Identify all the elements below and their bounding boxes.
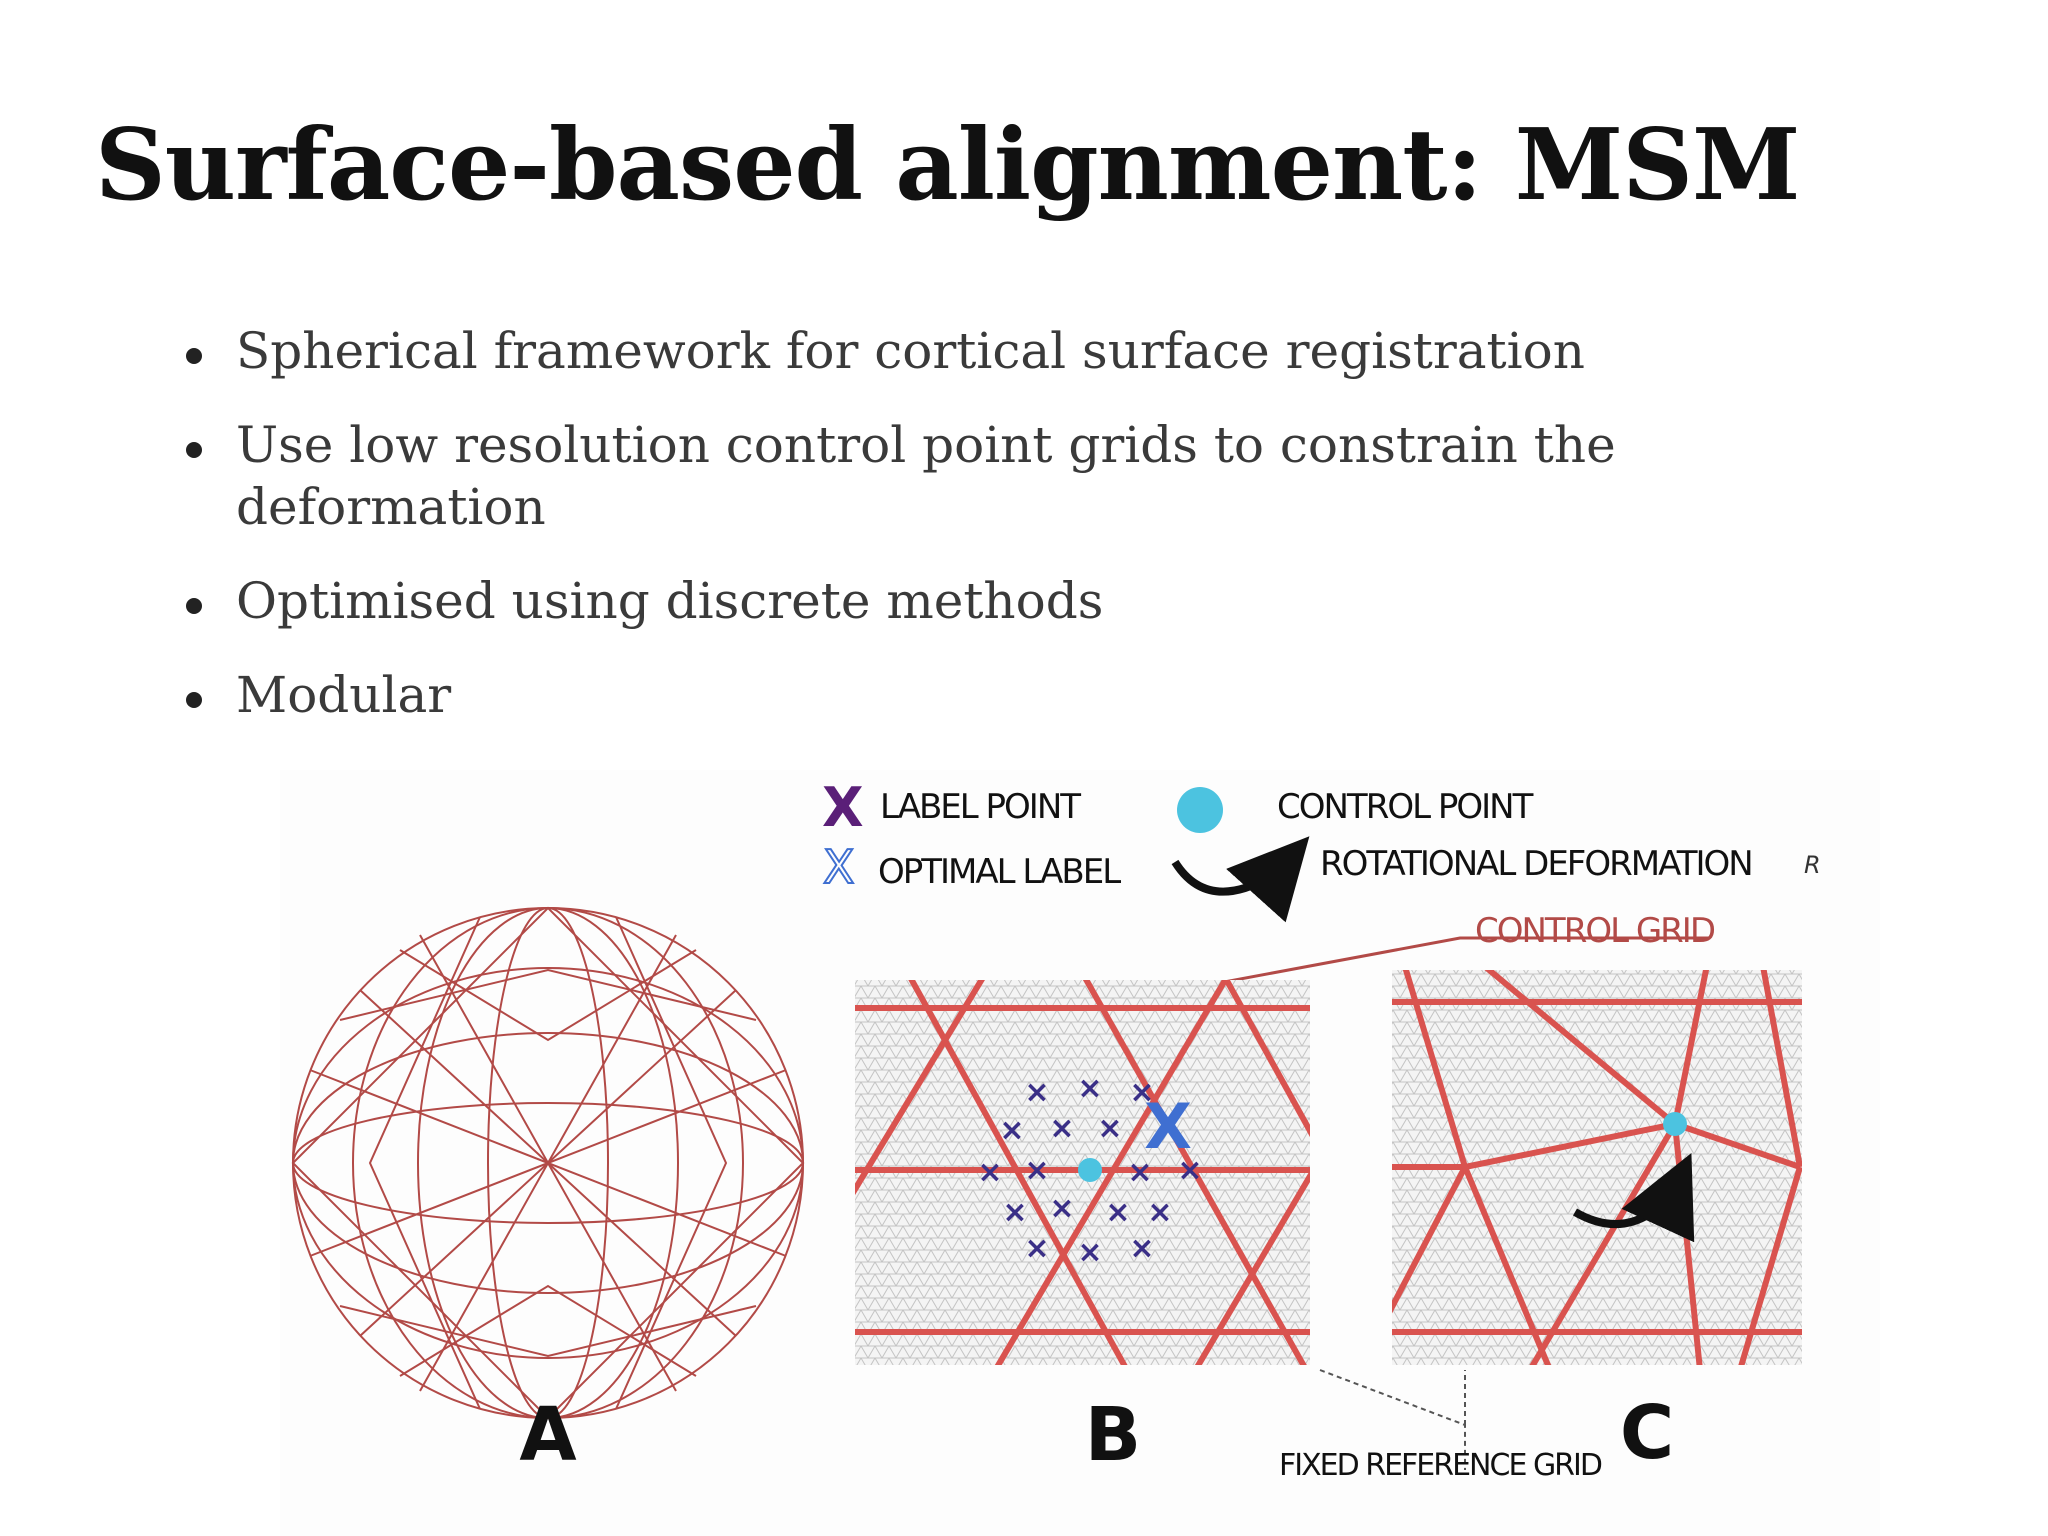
svg-text:×: × — [1024, 1075, 1049, 1110]
fixed-reference-grid-label: FIXED REFERENCE GRID — [1279, 1448, 1602, 1483]
control-point-marker-c — [1663, 1112, 1687, 1136]
svg-text:×: × — [1049, 1191, 1074, 1226]
svg-text:×: × — [977, 1155, 1002, 1190]
legend-rotational-deformation: ROTATIONAL DEFORMATION — [1320, 844, 1752, 884]
legend-rotational-suffix: R — [1804, 851, 1821, 879]
optimal-label-marker: X — [1144, 1090, 1192, 1163]
bullet-dot — [186, 442, 202, 458]
legend-optimal-label: OPTIMAL LABEL — [878, 852, 1121, 892]
svg-text:×: × — [1129, 1075, 1154, 1110]
svg-text:×: × — [1129, 1231, 1154, 1266]
control-grid-label: CONTROL GRID — [1475, 911, 1715, 951]
legend-label-point: LABEL POINT — [880, 787, 1081, 827]
svg-text:×: × — [1127, 1155, 1152, 1190]
control-grid-callout — [1191, 936, 1710, 990]
optimal-label-icon: X — [823, 840, 855, 894]
panel-a-label: A — [519, 1392, 576, 1478]
legend-control-point: CONTROL POINT — [1277, 787, 1534, 827]
bullet-text: Use low resolution control point grids t… — [236, 416, 1616, 536]
svg-text:×: × — [1147, 1195, 1172, 1230]
bullet-dot — [186, 598, 202, 614]
svg-text:×: × — [1177, 1153, 1202, 1188]
label-points: ××× ××× ×××× ×××× ××× — [977, 1071, 1202, 1270]
svg-text:×: × — [1105, 1195, 1130, 1230]
svg-text:×: × — [1077, 1071, 1102, 1106]
svg-text:×: × — [1024, 1153, 1049, 1188]
bullet-text: Modular — [236, 666, 452, 724]
panel-c-label: C — [1620, 1390, 1674, 1476]
rotation-arrow-icon — [1171, 836, 1310, 923]
bullet-item: Spherical framework for cortical surface… — [186, 320, 1746, 382]
bullet-dot — [186, 692, 202, 708]
bullet-text: Spherical framework for cortical surface… — [236, 322, 1585, 380]
rotation-arrow-icon — [1573, 1152, 1695, 1243]
panel-a-sphere — [291, 906, 805, 1420]
slide-title: Surface-based alignment: MSM — [95, 108, 1801, 223]
control-point-marker — [1078, 1158, 1102, 1182]
bullet-dot — [186, 348, 202, 364]
bullet-item: Use low resolution control point grids t… — [186, 414, 1746, 538]
msm-figure-svg: X LABEL POINT CONTROL POINT X OPTIMAL LA… — [280, 770, 1880, 1536]
msm-figure: X LABEL POINT CONTROL POINT X OPTIMAL LA… — [280, 770, 1880, 1536]
svg-text:×: × — [999, 1113, 1024, 1148]
bullet-item: Optimised using discrete methods — [186, 570, 1746, 632]
svg-text:×: × — [1077, 1235, 1102, 1270]
panel-c-grid — [1392, 970, 1802, 1365]
panel-b-label: B — [1085, 1392, 1141, 1478]
panel-b-grid: ××× ××× ×××× ×××× ××× X — [855, 980, 1310, 1365]
bullet-item: Modular — [186, 664, 1746, 726]
svg-text:×: × — [1024, 1231, 1049, 1266]
svg-text:×: × — [1049, 1111, 1074, 1146]
figure-legend: X LABEL POINT CONTROL POINT X OPTIMAL LA… — [822, 776, 1821, 923]
svg-text:×: × — [1097, 1111, 1122, 1146]
bullet-list: Spherical framework for cortical surface… — [186, 320, 1746, 758]
label-point-icon: X — [822, 776, 864, 839]
fixed-reference-callout — [1319, 1369, 1466, 1470]
control-point-icon — [1177, 787, 1223, 833]
svg-text:×: × — [1002, 1195, 1027, 1230]
bullet-text: Optimised using discrete methods — [236, 572, 1104, 630]
